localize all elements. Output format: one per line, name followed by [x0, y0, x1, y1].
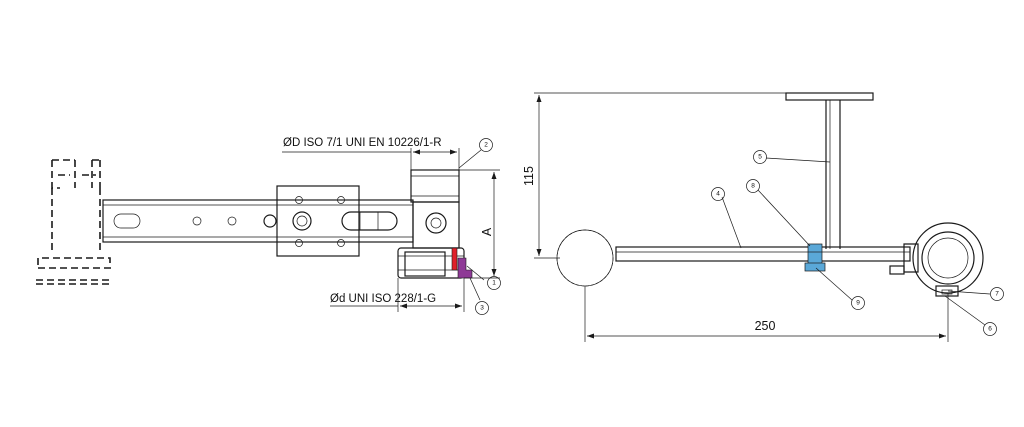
balloon-6: 6	[983, 322, 997, 336]
top-callout-text: ØD ISO 7/1 UNI EN 10226/1-R	[283, 137, 442, 149]
slotted-arm	[102, 199, 414, 243]
right-view: 115 250 5 4 8	[522, 92, 1004, 342]
dim-250-label: 250	[755, 319, 776, 333]
balloon-9: 9	[851, 296, 865, 310]
balloon-7: 7	[990, 287, 1004, 301]
balloon-3: 3	[475, 301, 489, 315]
bottom-callout-text: Ød UNI ISO 228/1-G	[330, 293, 436, 305]
balloon-5: 5	[753, 150, 767, 164]
dashed-fixture-outline	[36, 159, 112, 285]
float-ball	[556, 229, 614, 287]
dim-a-label: A	[480, 227, 494, 236]
balloon-8: 8	[746, 179, 760, 193]
dim-115-label: 115	[522, 166, 536, 186]
balloon-2: 2	[479, 138, 493, 152]
balloon-1: 1	[487, 276, 501, 290]
svg-text:1: 1	[492, 280, 496, 287]
svg-text:7: 7	[995, 291, 999, 298]
bottom-callout: Ød UNI ISO 228/1-G	[330, 265, 485, 312]
top-callout: ØD ISO 7/1 UNI EN 10226/1-R	[282, 137, 482, 170]
svg-text:9: 9	[856, 300, 860, 307]
dimension-250: 250	[584, 286, 949, 342]
svg-text:3: 3	[480, 305, 484, 312]
top-bracket	[785, 92, 874, 249]
horizontal-rod	[615, 246, 911, 262]
balloon-4: 4	[711, 187, 725, 201]
blue-clamp	[804, 243, 826, 272]
leader-lines	[721, 157, 991, 326]
svg-text:5: 5	[758, 154, 762, 161]
left-view: A ØD ISO 7/1 UNI EN 10226/1-R Ød UNI ISO…	[36, 137, 501, 315]
mounting-plate	[276, 185, 360, 257]
svg-text:8: 8	[751, 183, 755, 190]
svg-text:4: 4	[716, 191, 720, 198]
pipe-clamp	[889, 222, 984, 297]
svg-text:6: 6	[988, 326, 992, 333]
red-seal	[451, 247, 458, 271]
valve-body	[397, 169, 473, 279]
dimension-115: 115	[522, 92, 786, 259]
svg-text:2: 2	[484, 142, 488, 149]
